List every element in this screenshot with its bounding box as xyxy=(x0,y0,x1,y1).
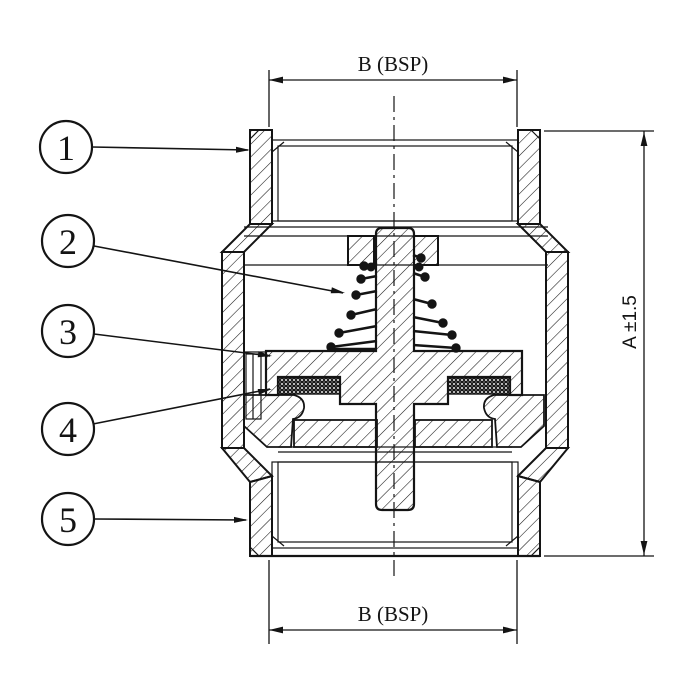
leader-3 xyxy=(93,333,271,357)
callout-numbers: 1 2 3 4 5 xyxy=(57,128,77,540)
dimension-label-top: B (BSP) xyxy=(358,52,429,76)
callouts xyxy=(38,119,345,547)
seal-ring-right xyxy=(447,377,511,395)
leader-5 xyxy=(93,518,247,521)
leader-4 xyxy=(92,388,271,425)
leader-2 xyxy=(93,245,344,294)
seat-bridge-left xyxy=(293,419,378,448)
arrowhead xyxy=(640,541,648,555)
arrowhead xyxy=(640,132,648,146)
dimension-bottom-b xyxy=(268,560,518,644)
arrowhead xyxy=(236,146,250,153)
dimension-label-right: A ±1.5 xyxy=(620,295,641,349)
arrowhead xyxy=(234,516,248,523)
dimension-right-a xyxy=(544,130,654,557)
callout-number-2: 2 xyxy=(59,222,77,262)
bottom-socket-wall-left xyxy=(249,474,273,557)
callout-number-5: 5 xyxy=(59,500,77,540)
callout-bubble-5 xyxy=(40,491,96,547)
leader-1 xyxy=(91,146,249,151)
top-socket-wall-right xyxy=(517,129,541,225)
callout-bubble-1 xyxy=(38,119,94,175)
arrowhead xyxy=(257,389,272,395)
callout-bubble-3 xyxy=(40,303,96,359)
arrowhead xyxy=(269,76,283,84)
arrowhead xyxy=(257,351,272,358)
dimension-top-b xyxy=(268,70,518,127)
arrowhead xyxy=(330,287,345,294)
callout-number-4: 4 xyxy=(59,410,77,450)
dimension-label-bottom: B (BSP) xyxy=(358,602,429,626)
top-socket-wall-left xyxy=(249,129,273,225)
callout-bubble-4 xyxy=(40,401,96,457)
callout-number-1: 1 xyxy=(57,128,75,168)
callout-bubble-2 xyxy=(40,213,96,269)
arrowhead xyxy=(269,626,283,634)
spring xyxy=(326,253,461,353)
seat-bridge-right xyxy=(414,419,493,448)
callout-number-3: 3 xyxy=(59,312,77,352)
mid-body-wall-right xyxy=(545,251,569,449)
stem-guide-boss-left xyxy=(347,235,375,266)
valve-body xyxy=(219,129,571,557)
top-bore-thread-line xyxy=(277,145,513,222)
seat-funnel-left xyxy=(243,394,305,448)
arrowhead xyxy=(503,626,517,634)
arrowhead xyxy=(503,76,517,84)
seat-funnel-right xyxy=(483,394,545,448)
bottom-socket-wall-right xyxy=(517,474,541,557)
seal-ring-left xyxy=(277,377,341,395)
